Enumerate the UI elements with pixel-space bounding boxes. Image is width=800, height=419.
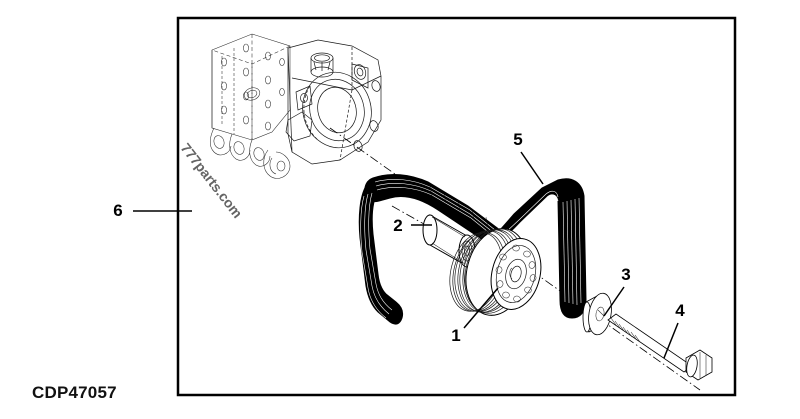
callout-5-leader [520, 151, 544, 185]
callout-leaders [411, 151, 679, 359]
callout-4-label: 4 [675, 301, 685, 320]
engine-housing [209, 33, 382, 179]
callout-numbers: 1 2 3 4 5 6 [113, 130, 685, 345]
callout-1-leader [463, 287, 499, 329]
callout-4-leader [663, 322, 679, 359]
hex-flange-bolt [607, 313, 713, 381]
diagram-border [176, 16, 737, 397]
serpentine-belt [358, 174, 587, 325]
flange-washer [582, 292, 612, 336]
callout-2-label: 2 [393, 216, 402, 235]
callout-3-label: 3 [621, 265, 630, 284]
callout-6-label: 6 [113, 201, 122, 220]
callout-3-leader [603, 286, 625, 317]
idler-pulley [449, 228, 542, 316]
callout-5-label: 5 [513, 130, 522, 149]
part-number-label: CDP47057 [32, 383, 117, 402]
callout-1-label: 1 [451, 326, 460, 345]
